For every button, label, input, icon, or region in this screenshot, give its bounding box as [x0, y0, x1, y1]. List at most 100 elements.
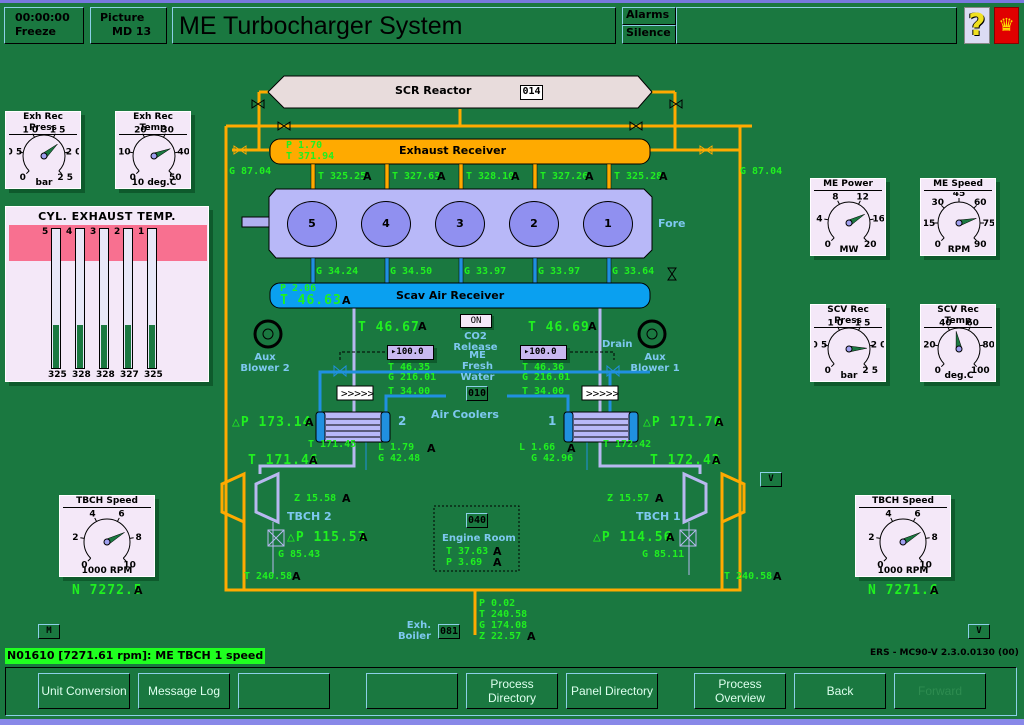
alarm-marker: A	[363, 170, 372, 183]
scr-tag[interactable]: 014	[520, 85, 543, 100]
co2-release-button[interactable]: ON	[460, 314, 492, 328]
exh-boiler-tag[interactable]: 081	[438, 624, 460, 639]
gauge-tick	[142, 133, 145, 138]
tbch1-air-temp: T 172.42	[650, 453, 721, 468]
gauge-tick-label: 6	[914, 509, 920, 519]
window-top-border	[0, 0, 1024, 3]
exhaust-receiver-label: Exhaust Receiver	[399, 144, 507, 157]
logo-button[interactable]: ♛	[994, 7, 1019, 44]
picture-box[interactable]: Picture MD 13	[90, 7, 167, 44]
right-fw-flow: G 216.01	[522, 372, 571, 383]
gauge-arc	[827, 327, 871, 365]
gauge-tick	[858, 326, 861, 331]
gauge-tick-label: 6	[118, 509, 124, 519]
status-message[interactable]: N01610 [7271.61 rpm]: ME TBCH 1 speed	[5, 648, 266, 664]
gauge-tick-label: 4	[885, 509, 891, 519]
version-label: ERS - MC90-V 2.3.0.0130 (00)	[870, 648, 1019, 658]
royal-crest-icon: ♛	[998, 15, 1015, 36]
gauge-tick	[883, 557, 888, 562]
cylinder-temp-bar	[147, 228, 157, 369]
nav-button-back[interactable]: Back	[794, 673, 886, 709]
alarm-marker: A	[437, 170, 446, 183]
gauge-tick	[925, 537, 930, 539]
left-fw-flow: G 216.01	[388, 372, 437, 383]
alarm-marker: A	[493, 556, 502, 569]
gauge-arc	[879, 518, 927, 559]
setpoint-value: 100.0	[529, 347, 557, 357]
scroll-down-button-lower[interactable]: V	[968, 624, 990, 639]
page-title: ME Turbocharger System	[172, 7, 616, 44]
cylinder-temp-value: 325	[144, 370, 163, 380]
gauge-unit: 1000 RPM	[878, 566, 929, 575]
nav-button-empty-2[interactable]	[238, 673, 330, 709]
tbch2-speed-value: N 7272.5	[72, 583, 143, 598]
gauge-title: TBCH Speed	[63, 496, 151, 508]
gauge-tick	[979, 344, 984, 347]
alarm-marker: A	[342, 492, 351, 505]
gauge-tick	[19, 151, 24, 154]
left-fw-valve-setpoint[interactable]: ▸100.0	[387, 345, 434, 360]
nav-button-message-log[interactable]: Message Log	[138, 673, 230, 709]
gauge-tick-label: 8	[135, 533, 141, 543]
exh-temp-cyl5: T 325.25	[318, 171, 367, 182]
exh-boiler-z: Z 22.57	[479, 631, 522, 642]
alarms-button[interactable]: Alarms	[622, 7, 676, 25]
gauge-tick	[973, 363, 978, 368]
gauge-tick	[863, 363, 868, 368]
gauge-tick	[53, 133, 56, 138]
gauge-tick-label: 1 5	[50, 125, 66, 135]
gauge-tick-label: 2	[868, 533, 874, 543]
cylinder-temp-value: 328	[72, 370, 91, 380]
gauge-tick	[64, 151, 69, 154]
left-cooler-dp: △P 173.14	[232, 415, 312, 430]
nav-button-unit-conversion[interactable]: Unit Conversion	[38, 673, 130, 709]
time-freeze-box[interactable]: 00:00:00 Freeze	[4, 7, 84, 44]
gauge-title: Exh Rec Press	[9, 112, 77, 135]
alarm-marker: A	[309, 454, 318, 467]
nav-button-forward[interactable]: Forward	[894, 673, 986, 709]
bar-fill	[149, 324, 155, 368]
setpoint-value: 100.0	[396, 347, 424, 357]
gauge-tick-label: 10	[919, 561, 932, 571]
alarm-marker: A	[292, 570, 301, 583]
nav-button-process-directory[interactable]: Process Directory	[466, 673, 558, 709]
right-cooler-air-in-temp: T 46.69	[528, 320, 590, 335]
gauge-tick	[863, 237, 868, 242]
turbine-1	[720, 471, 746, 525]
right-cooler-air-out-temp: T 172.42	[603, 439, 652, 450]
exhaust-bypass-pipe	[224, 126, 742, 592]
engine-room-tag[interactable]: 040	[466, 513, 488, 528]
gauge-hub	[899, 538, 907, 546]
left-fw-out-temp: T 34.00	[388, 386, 431, 397]
gauge-tick	[58, 170, 63, 175]
tbch1-label: TBCH 1	[636, 510, 681, 523]
play-icon: ▸	[391, 347, 397, 357]
fresh-water-tag[interactable]: 010	[466, 386, 488, 401]
gauge-tick-label: 10	[119, 147, 131, 157]
gauge-tick	[869, 344, 874, 347]
aux-blower-1-label: Aux Blower 1	[630, 352, 680, 374]
right-fw-valve-setpoint[interactable]: ▸100.0	[520, 345, 567, 360]
button-bar	[5, 667, 1017, 716]
turbine-2	[220, 471, 246, 525]
m-button[interactable]: M	[38, 624, 60, 639]
gauge-tick-label: 20	[924, 340, 936, 350]
silence-button[interactable]: Silence	[622, 25, 676, 44]
gauge-tick-label: 1 0	[23, 125, 39, 135]
nav-button-panel-directory[interactable]: Panel Directory	[566, 673, 658, 709]
bypass-flow-left: G 87.04	[229, 166, 272, 177]
engine-cylinder-5: 5	[287, 201, 337, 247]
scav-flow-cyl3: G 33.97	[464, 266, 507, 277]
gauge-unit: MW	[840, 245, 859, 254]
nav-button-empty-3[interactable]	[366, 673, 458, 709]
help-button[interactable]: ?	[964, 7, 990, 44]
engine-cylinder-3: 3	[435, 201, 485, 247]
gauge-tick-label: 16	[872, 214, 884, 224]
gauge-unit: bar	[36, 178, 54, 187]
gauge-tick-label: 0	[825, 366, 831, 376]
scroll-down-button-upper[interactable]: V	[760, 472, 782, 487]
alarm-marker: A	[427, 442, 436, 455]
nav-button-process-overview[interactable]: Process Overview	[694, 673, 786, 709]
